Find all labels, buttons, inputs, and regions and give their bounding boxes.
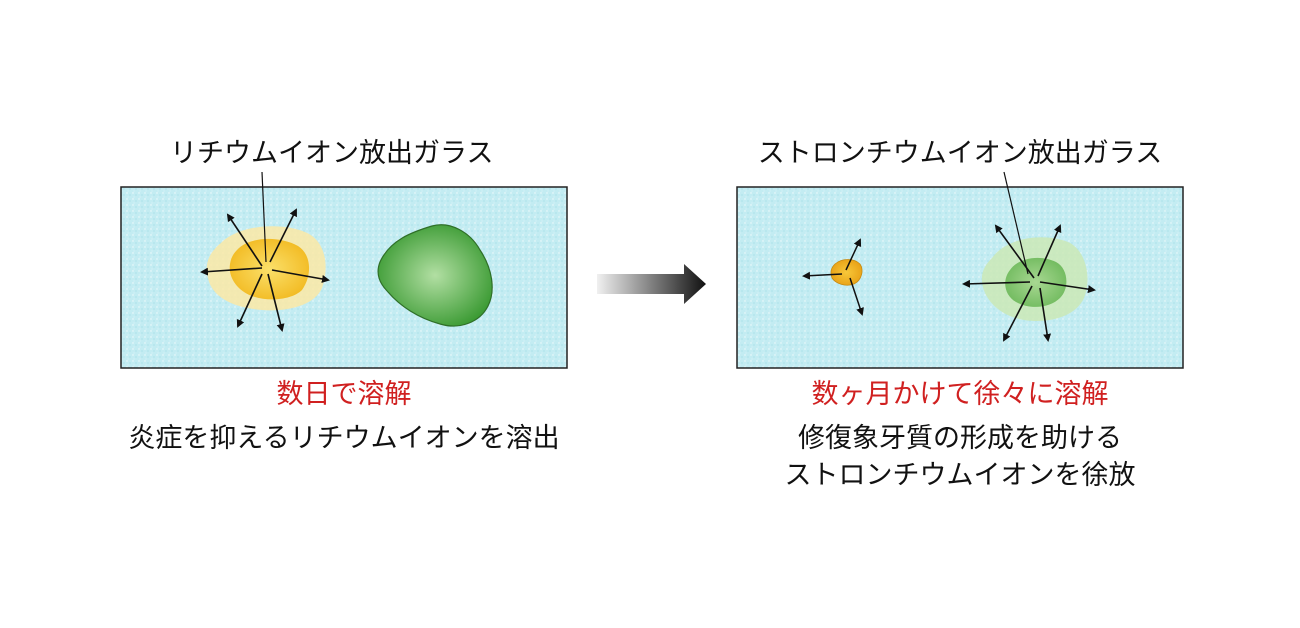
ion-arrow [1003,285,1033,342]
lithium-ion-arrows [200,208,330,332]
right-arrow-icon [597,264,706,304]
left-solution-box [120,186,568,369]
right-leader-line [1003,171,1029,275]
ion-arrow [802,271,843,280]
right-panel-status: 数ヶ月かけて徐々に溶解 [811,379,1109,410]
ion-arrow [271,269,330,283]
left-panel-description: 炎症を抑えるリチウムイオンを溶出 [128,423,560,454]
strontium-ion-arrows [962,224,1096,342]
ion-arrow [1039,287,1052,342]
right-panel [736,171,1184,369]
ion-arrow [269,208,297,263]
ion-arrow [267,273,285,332]
right-panel-description-line-2: ストロンチウムイオンを徐放 [784,460,1136,491]
left-panel-title: リチウムイオン放出ガラス [170,138,494,169]
ion-arrow [994,224,1035,279]
left-leader-line [261,171,267,263]
lithium-glass-core [229,238,310,300]
ion-arrow [1039,281,1096,294]
lithium-glass-remnant [830,259,863,286]
ion-arrow [845,238,862,271]
green-glass-particle [377,224,493,327]
right-panel-title: ストロンチウムイオン放出ガラス [757,138,1163,169]
ion-arrow [226,213,263,267]
small-particle-arrows [802,238,864,316]
right-solution-box [736,186,1184,369]
ion-arrow [236,273,263,328]
right-panel-description-line-1: 修復象牙質の形成を助ける [798,423,1122,454]
strontium-glass-core [1005,257,1067,307]
ion-arrow [849,277,864,316]
ion-arrow [1037,224,1062,277]
left-panel [120,171,568,369]
ion-arrow [962,279,1031,288]
ion-arrow [200,267,263,276]
left-panel-status: 数日で溶解 [276,379,412,410]
